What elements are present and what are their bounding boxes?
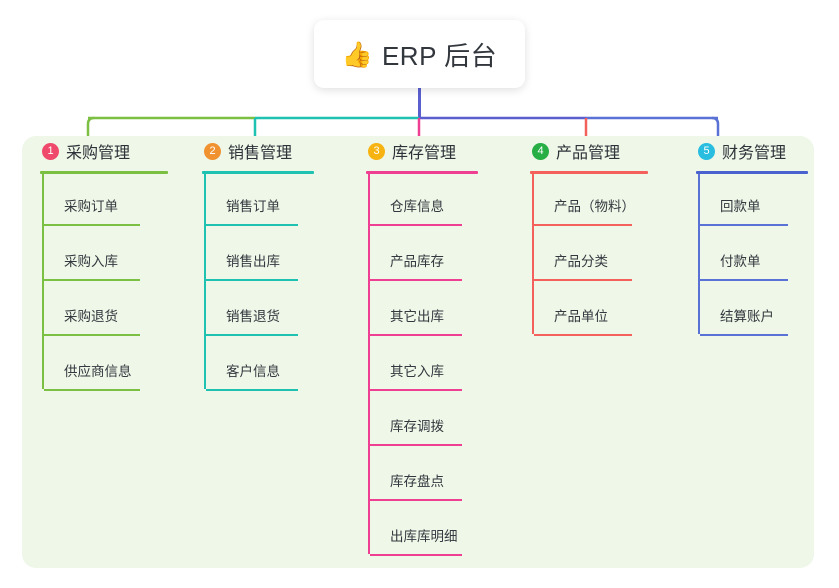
thumbs-up-icon: 👍 [341,40,373,69]
leaf-label: 仓库信息 [390,199,444,214]
branch-number-badge: 1 [42,142,59,160]
leaf-label: 库存盘点 [390,474,444,489]
page-title: ERP 后台 [381,40,498,71]
branch-header-4[interactable]: 4 产品管理 [530,136,648,166]
branch-column-5: 5 财务管理回款单付款单结算账户 [696,136,808,336]
leaf-node[interactable]: 仓库信息 [368,198,462,226]
leaf-node[interactable]: 产品库存 [368,253,462,281]
root-node-card[interactable]: 👍 ERP 后台 [314,20,525,88]
branch-header-3[interactable]: 3 库存管理 [366,136,478,166]
branch-number-badge: 2 [204,142,221,160]
leaf-label: 产品（物料） [554,199,635,214]
branch-header-2[interactable]: 2 销售管理 [202,136,314,166]
leaf-label: 付款单 [720,254,761,269]
leaf-node[interactable]: 出库库明细 [368,528,462,556]
branch-column-4: 4 产品管理产品（物料） 产品分类产品单位 [530,136,648,336]
leaf-node[interactable]: 销售退货 [204,308,298,336]
leaf-rule [370,389,462,391]
branch-title: 销售管理 [228,145,293,162]
branch-spine [204,174,206,389]
leaf-label: 产品单位 [554,309,608,324]
leaf-rule [370,554,462,556]
leaf-label: 供应商信息 [64,364,132,379]
branch-spine [368,174,370,554]
branch-title: 产品管理 [556,145,621,162]
leaf-label: 销售退货 [226,309,280,324]
root-node-content: 👍 ERP 后台 [342,36,497,73]
leaf-rule [370,444,462,446]
branch-title: 库存管理 [392,145,457,162]
leaf-label: 其它出库 [390,309,444,324]
leaf-node[interactable]: 结算账户 [698,308,788,336]
leaf-rule [206,389,298,391]
leaf-node[interactable]: 供应商信息 [42,363,140,391]
branch-header-1[interactable]: 1 采购管理 [40,136,168,166]
branches-panel: 1 采购管理采购订单采购入库采购退货供应商信息 2 销售管理销售订单销售出库销售退货客… [22,136,814,568]
branch-number-badge: 5 [698,142,715,160]
leaf-node[interactable]: 产品分类 [532,253,632,281]
leaf-rule [206,279,298,281]
leaf-label: 销售订单 [226,199,280,214]
leaf-rule [534,279,632,281]
leaf-label: 客户信息 [226,364,280,379]
branch-spine [698,174,700,334]
leaf-node[interactable]: 付款单 [698,253,788,281]
leaf-label: 采购退货 [64,309,118,324]
leaf-rule [700,224,788,226]
leaf-node[interactable]: 产品（物料） [532,198,635,226]
leaf-node[interactable]: 采购退货 [42,308,140,336]
leaf-rule [370,224,462,226]
leaf-rule [534,334,632,336]
leaf-rule [44,389,140,391]
branch-spine [532,174,534,334]
leaf-label: 出库库明细 [390,529,458,544]
branch-header-rule [366,171,478,174]
leaf-rule [206,334,298,336]
leaf-node[interactable]: 销售出库 [204,253,298,281]
branch-column-2: 2 销售管理销售订单销售出库销售退货客户信息 [202,136,314,391]
leaf-rule [44,279,140,281]
branch-header-rule [696,171,808,174]
leaf-rule [700,279,788,281]
branch-number-badge: 4 [532,142,549,160]
leaf-node[interactable]: 库存盘点 [368,473,462,501]
leaf-label: 结算账户 [720,309,774,324]
branch-spine [42,174,44,389]
branch-column-1: 1 采购管理采购订单采购入库采购退货供应商信息 [40,136,168,391]
branch-header-rule [530,171,648,174]
leaf-label: 采购入库 [64,254,118,269]
leaf-node[interactable]: 销售订单 [204,198,298,226]
leaf-label: 采购订单 [64,199,118,214]
leaf-rule [44,224,140,226]
branch-header-rule [40,171,168,174]
branch-title: 财务管理 [722,145,787,162]
leaf-label: 回款单 [720,199,761,214]
leaf-rule [700,334,788,336]
leaf-rule [370,279,462,281]
leaf-label: 其它入库 [390,364,444,379]
leaf-node[interactable]: 回款单 [698,198,788,226]
leaf-node[interactable]: 采购入库 [42,253,140,281]
branch-number-badge: 3 [368,142,385,160]
leaf-rule [206,224,298,226]
leaf-label: 产品分类 [554,254,608,269]
leaf-node[interactable]: 其它入库 [368,363,462,391]
leaf-label: 销售出库 [226,254,280,269]
leaf-label: 产品库存 [390,254,444,269]
leaf-node[interactable]: 库存调拨 [368,418,462,446]
leaf-rule [370,499,462,501]
branch-column-3: 3 库存管理仓库信息产品库存其它出库其它入库库存调拨库存盘点出库库明细 [366,136,478,556]
leaf-rule [370,334,462,336]
leaf-node[interactable]: 其它出库 [368,308,462,336]
branch-header-rule [202,171,314,174]
leaf-node[interactable]: 客户信息 [204,363,298,391]
leaf-node[interactable]: 采购订单 [42,198,140,226]
leaf-label: 库存调拨 [390,419,444,434]
leaf-rule [44,334,140,336]
branch-header-5[interactable]: 5 财务管理 [696,136,808,166]
branch-title: 采购管理 [66,145,131,162]
leaf-node[interactable]: 产品单位 [532,308,632,336]
leaf-rule [534,224,632,226]
